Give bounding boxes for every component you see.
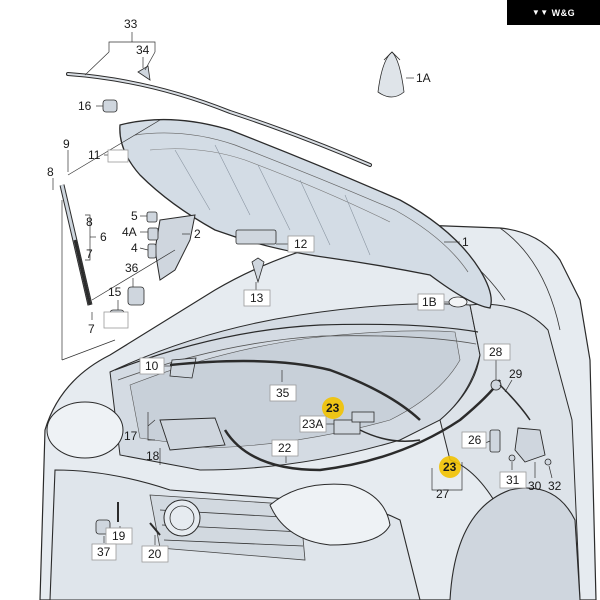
leader-lines	[52, 32, 553, 545]
callout-31: 31	[506, 473, 520, 487]
callout-16: 16	[78, 99, 92, 113]
callout-26: 26	[468, 433, 482, 447]
callout-18: 18	[146, 449, 160, 463]
callout-34: 34	[136, 43, 150, 57]
callout-11: 11	[88, 148, 101, 162]
gas-strut	[59, 184, 93, 306]
highlight-marker-23a	[322, 397, 344, 419]
wg-logo-icon: ▼▼	[531, 8, 549, 17]
callout-15: 15	[108, 285, 122, 299]
callout-10: 10	[145, 359, 159, 373]
callout-8: 8	[47, 165, 54, 179]
callout-30: 30	[528, 479, 542, 493]
callout-33: 33	[124, 17, 138, 31]
callout-28: 28	[489, 345, 503, 359]
hood-hinge	[154, 214, 196, 281]
callout-8b: 8	[86, 215, 93, 229]
callout-7b: 7	[88, 322, 95, 336]
callout-35: 35	[276, 386, 290, 400]
callout-17: 17	[124, 429, 138, 443]
small-components	[95, 51, 552, 536]
callout-29: 29	[509, 367, 523, 381]
callout-32: 32	[548, 479, 562, 493]
callout-27: 27	[436, 487, 450, 501]
highlight-marker-23b	[439, 456, 461, 478]
callout-22: 22	[278, 441, 292, 455]
brand-text: W&G	[551, 7, 576, 18]
callout-9: 9	[63, 137, 70, 151]
callout-4A: 4A	[122, 225, 137, 239]
callout-23-highlight-a: 23	[326, 401, 340, 415]
callout-20: 20	[148, 547, 162, 561]
callout-labels: 33 34 1A 16 9 11 8 5 4A 4 2 8 6 7 36 15 …	[47, 17, 562, 561]
callout-23-highlight-b: 23	[443, 460, 457, 474]
brand-badge: ▼▼ W&G	[507, 0, 600, 25]
callout-13: 13	[250, 291, 264, 305]
callout-19: 19	[112, 529, 126, 543]
callout-1B: 1B	[422, 295, 437, 309]
callout-1A: 1A	[416, 71, 431, 85]
callout-23A: 23A	[302, 417, 323, 431]
callout-6: 6	[100, 230, 107, 244]
callout-36: 36	[125, 261, 139, 275]
label-boxes	[91, 149, 527, 563]
callout-2: 2	[194, 227, 201, 241]
callout-37: 37	[97, 545, 111, 559]
callout-1: 1	[462, 235, 469, 249]
callout-7a: 7	[86, 247, 93, 261]
callout-12: 12	[294, 237, 308, 251]
callout-4: 4	[131, 241, 138, 255]
callout-5: 5	[131, 209, 138, 223]
